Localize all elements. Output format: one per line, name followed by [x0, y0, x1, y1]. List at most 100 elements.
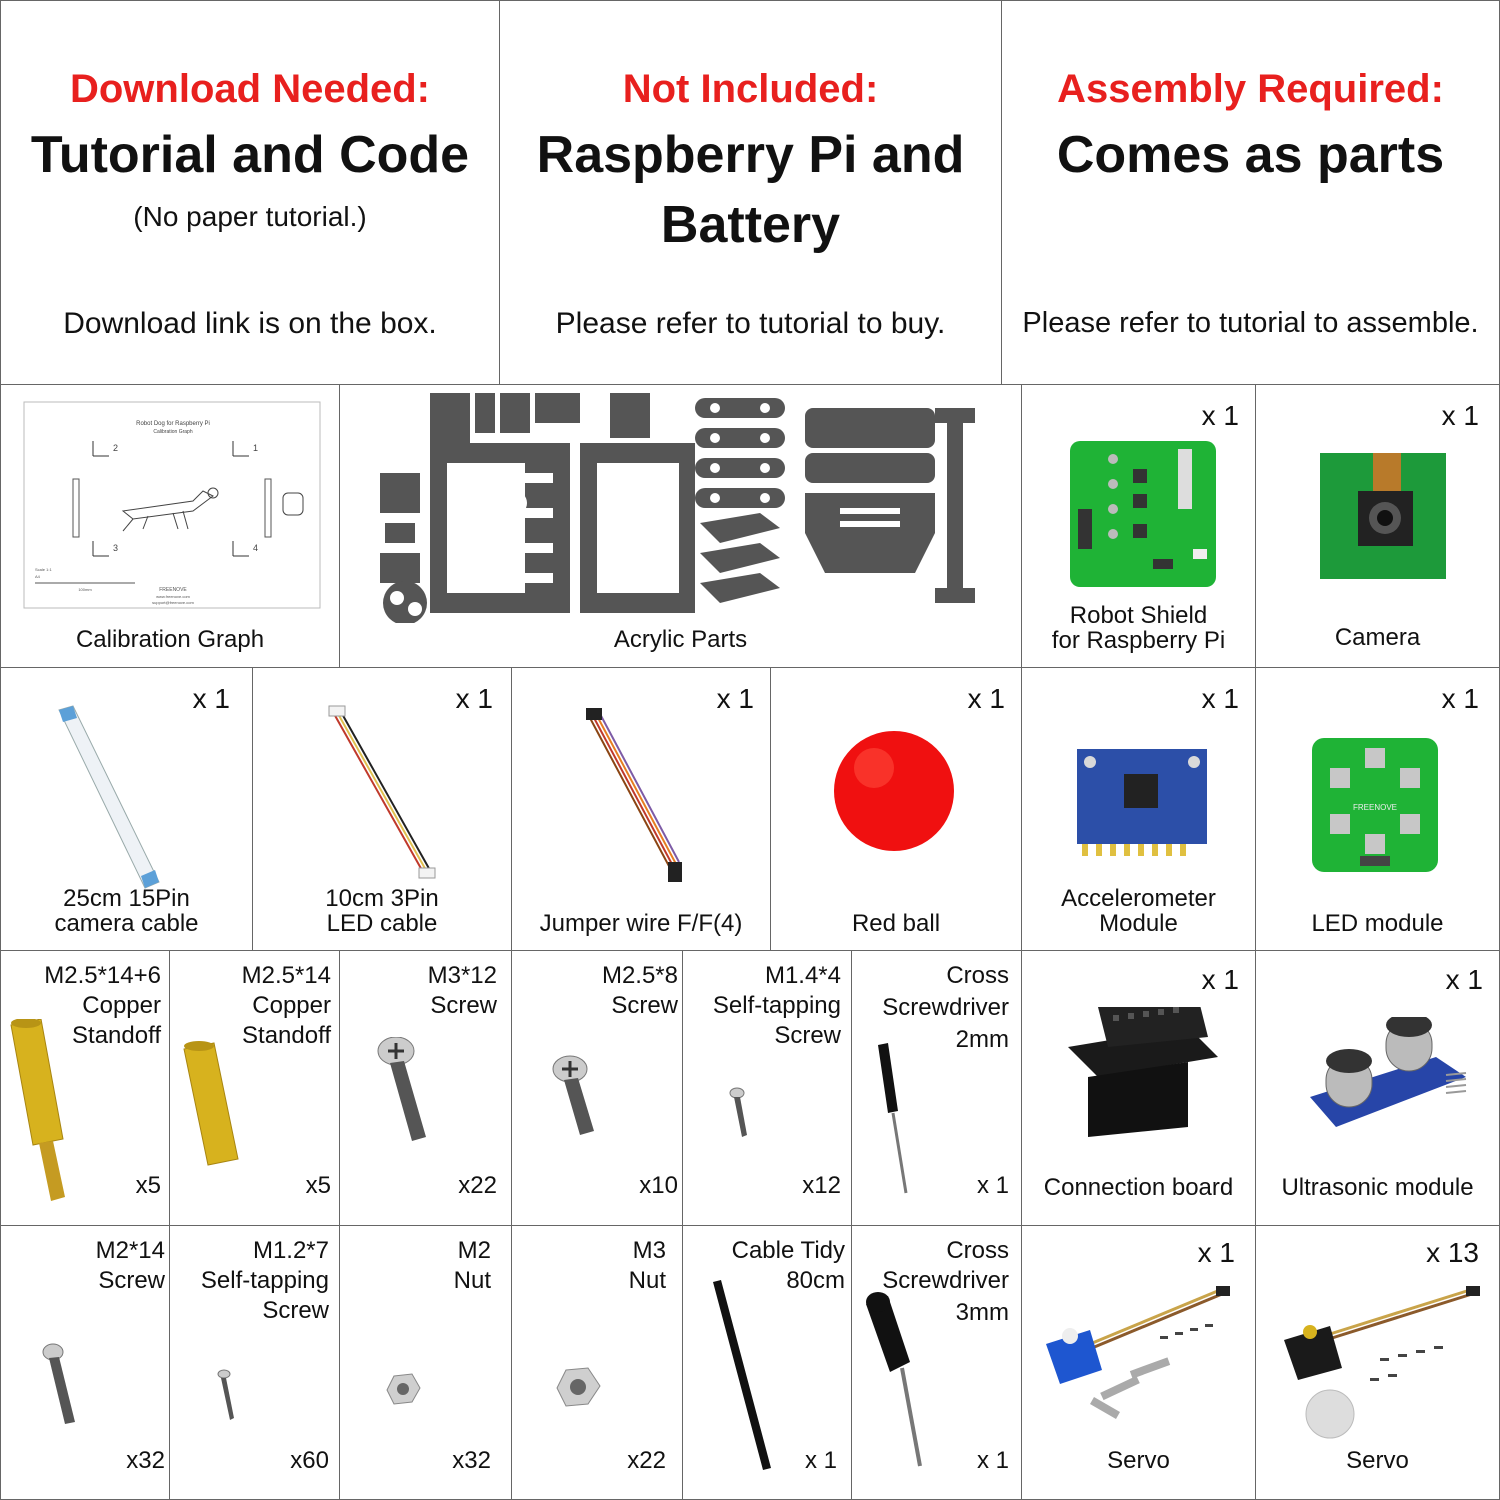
calibration-length: 100mm — [78, 587, 92, 592]
item-red-ball: x 1 Red ball — [770, 667, 1022, 951]
item-led-cable: x 1 10cm 3Pin LED cable — [252, 667, 512, 951]
item-ultrasonic-module: x 1 Ultrasonic module — [1255, 950, 1500, 1226]
screwdriver-3mm-name-3: 3mm — [955, 1299, 1009, 1326]
calibration-email: support@freenove.com — [152, 600, 194, 605]
calibration-paper: A4 — [35, 574, 41, 579]
led-module-image: FREENOVE — [1312, 738, 1438, 872]
cable-tidy-name-1: Cable Tidy — [731, 1237, 845, 1264]
led-cable-qty: x 1 — [455, 683, 493, 714]
servo-black-qty: x 13 — [1426, 1237, 1479, 1268]
screw-icon — [552, 1055, 594, 1135]
item-servo-black: x 13 Servo — [1255, 1225, 1500, 1500]
screw-icon — [377, 1037, 426, 1141]
not-included-title-line2: Battery — [660, 196, 841, 254]
acrylic-parts-image — [380, 393, 975, 623]
robot-shield-qty: x 1 — [1201, 400, 1239, 431]
item-accelerometer: x 1 Accelerometer Module — [1021, 667, 1256, 951]
robot-shield-label-line1: Robot Shield — [1069, 602, 1208, 629]
led-cable-label-line2: LED cable — [326, 910, 438, 937]
download-note: Download link is on the box. — [63, 307, 437, 340]
m2-5-8-count: x10 — [639, 1172, 678, 1199]
item-screwdriver-3mm: Cross Screwdriver 3mm x 1 — [851, 1225, 1022, 1500]
download-subtitle: (No paper tutorial.) — [133, 201, 367, 232]
item-m3-nut: M3 Nut x22 — [511, 1225, 683, 1500]
standoff-14-count: x5 — [305, 1172, 331, 1199]
servo-blue-image — [1046, 1286, 1230, 1419]
copper-standoff-icon — [10, 1019, 65, 1201]
calibration-n2: 2 — [113, 443, 118, 453]
red-ball-label: Red ball — [851, 910, 941, 937]
self-tapping-screw-icon — [217, 1369, 234, 1420]
camera-cable-image — [58, 705, 160, 889]
item-led-module: x 1 FREENOVE LED module — [1255, 667, 1500, 951]
calibration-n3: 3 — [113, 543, 118, 553]
led-cable-label-line1: 10cm 3Pin — [325, 885, 439, 912]
accelerometer-label-line2: Module — [1099, 910, 1178, 937]
item-jumper-wire: x 1 Jumper wire F/F(4) — [511, 667, 771, 951]
item-cable-tidy: Cable Tidy 80cm x 1 — [682, 1225, 852, 1500]
led-module-label: LED module — [1311, 910, 1444, 937]
m3-nut-name-1: M3 — [632, 1237, 666, 1264]
m1-2-7-name-3: Screw — [262, 1297, 329, 1324]
item-m2-5-8-screw: M2.5*8 Screw x10 — [511, 950, 683, 1226]
assembly-note: Please refer to tutorial to assemble. — [1022, 307, 1479, 339]
led-cable-image — [328, 705, 436, 879]
not-included-note: Please refer to tutorial to buy. — [555, 307, 946, 340]
accelerometer-image — [1077, 749, 1207, 856]
not-included-title-line1: Raspberry Pi and — [536, 126, 965, 184]
standoff-14-6-name-2: Copper — [82, 992, 161, 1019]
m1-2-7-name-1: M1.2*7 — [252, 1237, 329, 1264]
jumper-wire-image — [586, 708, 682, 882]
calibration-n1: 1 — [253, 443, 258, 453]
m3-12-count: x22 — [458, 1172, 497, 1199]
cable-tidy-name-2: 80cm — [786, 1267, 845, 1294]
screwdriver-2mm-name-1: Cross — [946, 962, 1009, 989]
servo-black-image — [1284, 1286, 1480, 1439]
standoff-14-name-2: Copper — [252, 992, 331, 1019]
standoff-14-name-3: Standoff — [242, 1022, 331, 1049]
calibration-graph-image: Robot Dog for Raspberry Pi Calibration G… — [23, 401, 321, 609]
info-panel-download: Download Needed: Tutorial and Code (No p… — [0, 0, 500, 385]
red-ball-image — [834, 731, 954, 851]
m3-nut-name-2: Nut — [628, 1267, 666, 1294]
camera-cable-label-line2: camera cable — [54, 910, 199, 937]
connection-board-label: Connection board — [1043, 1174, 1234, 1201]
screwdriver-2mm-name-3: 2mm — [955, 1026, 1009, 1053]
m2-14-name-1: M2*14 — [95, 1237, 165, 1264]
nut-icon — [556, 1367, 601, 1407]
standoff-14-6-count: x5 — [135, 1172, 161, 1199]
calibration-url: www.freenove.com — [156, 594, 190, 599]
ultrasonic-qty: x 1 — [1445, 964, 1483, 995]
assembly-title: Comes as parts — [1056, 126, 1445, 184]
self-tapping-screw-icon — [729, 1087, 747, 1137]
item-m3-12-screw: M3*12 Screw x22 — [339, 950, 512, 1226]
standoff-14-name-1: M2.5*14 — [241, 962, 331, 989]
m1-2-7-name-2: Self-tapping — [200, 1267, 329, 1294]
m2-nut-name-2: Nut — [453, 1267, 491, 1294]
calibration-doc-title-2: Calibration Graph — [153, 429, 192, 435]
screwdriver-3mm-name-2: Screwdriver — [882, 1267, 1009, 1294]
m2-5-8-name-1: M2.5*8 — [601, 962, 678, 989]
m1-4-4-name-3: Screw — [774, 1022, 841, 1049]
m2-nut-count: x32 — [452, 1447, 491, 1474]
item-m2-14-screw: M2*14 Screw x32 — [0, 1225, 170, 1500]
item-servo-blue: x 1 Servo — [1021, 1225, 1256, 1500]
red-ball-qty: x 1 — [967, 683, 1005, 714]
screwdriver-icon — [866, 1292, 922, 1467]
item-m1-2-7-screw: M1.2*7 Self-tapping Screw x60 — [169, 1225, 340, 1500]
m3-12-name-1: M3*12 — [427, 962, 497, 989]
robot-shield-label-line2: for Raspberry Pi — [1051, 627, 1226, 654]
m1-4-4-count: x12 — [802, 1172, 841, 1199]
not-included-heading: Not Included: — [622, 67, 879, 111]
calibration-doc-title-1: Robot Dog for Raspberry Pi — [136, 421, 210, 427]
m1-4-4-name-1: M1.4*4 — [764, 962, 841, 989]
calibration-graph-label: Calibration Graph — [75, 626, 265, 653]
m2-5-8-name-2: Screw — [611, 992, 678, 1019]
m2-nut-name-1: M2 — [457, 1237, 491, 1264]
camera-cable-label-line1: 25cm 15Pin — [63, 885, 190, 912]
robot-shield-image — [1070, 441, 1216, 587]
camera-label: Camera — [1334, 624, 1421, 651]
item-screwdriver-2mm: Cross Screwdriver 2mm x 1 — [851, 950, 1022, 1226]
item-connection-board: x 1 Connection board — [1021, 950, 1256, 1226]
item-calibration-graph: Robot Dog for Raspberry Pi Calibration G… — [0, 384, 340, 668]
